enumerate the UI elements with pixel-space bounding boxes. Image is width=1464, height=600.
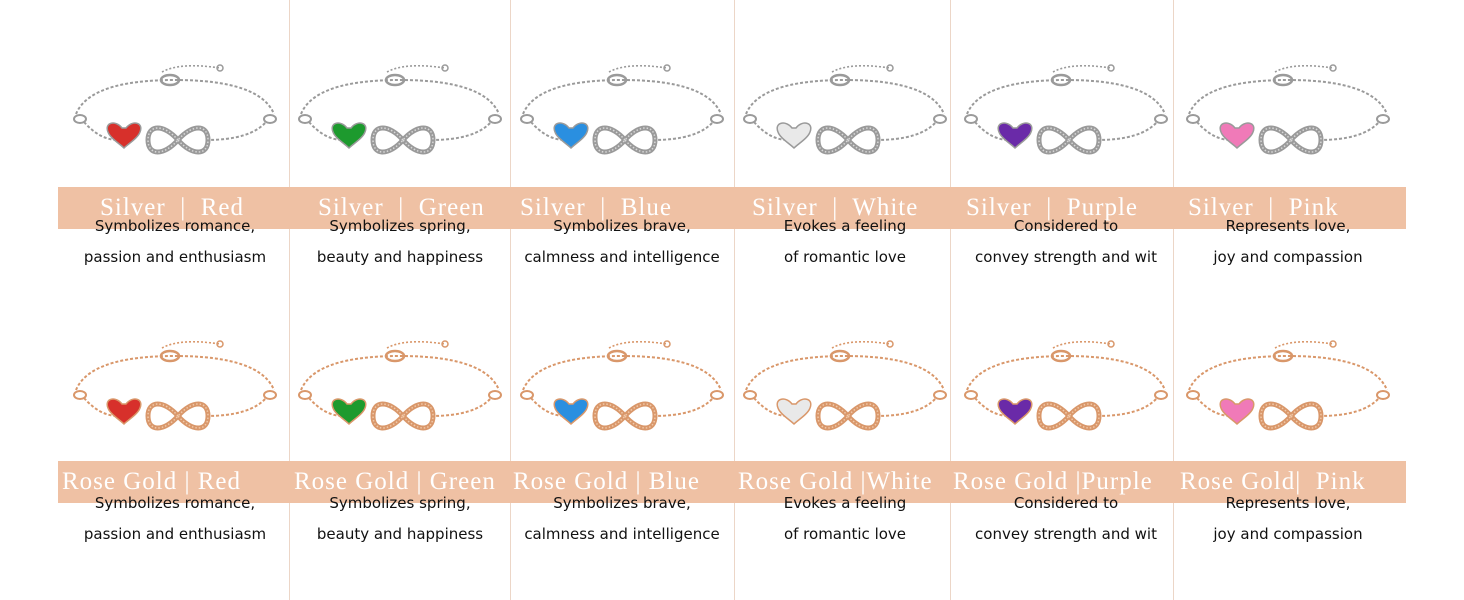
- description-line-1: Evokes a feeling: [783, 494, 907, 512]
- description-line-1: Symbolizes brave,: [553, 217, 691, 235]
- description-line-2: convey strength and wit: [975, 248, 1157, 266]
- bracelet-image: [1183, 62, 1393, 172]
- bracelet-image: [740, 62, 950, 172]
- description-line-2: of romantic love: [783, 525, 907, 543]
- description-line-2: beauty and happiness: [316, 248, 484, 266]
- bracelet-icon: [298, 340, 502, 431]
- label-band: [58, 461, 1406, 503]
- description-line-2: joy and compassion: [1213, 525, 1363, 543]
- bracelet-image: [517, 338, 727, 448]
- color-label: Rose Gold | Green: [294, 468, 496, 495]
- description-line-1: Represents love,: [1225, 494, 1351, 512]
- description-line-2: calmness and intelligence: [524, 525, 720, 543]
- description-line-1: Symbolizes romance,: [94, 494, 256, 512]
- bracelet-icon: [73, 340, 277, 431]
- bracelet-icon: [520, 340, 724, 431]
- bracelet-image: [1183, 338, 1393, 448]
- color-label: Silver | Purple: [966, 194, 1138, 221]
- column-divider: [1173, 0, 1174, 600]
- color-label: Rose Gold |White: [738, 468, 933, 495]
- column-divider: [734, 0, 735, 600]
- bracelet-image: [70, 62, 280, 172]
- label-band: [58, 187, 1406, 229]
- description-line-1: Symbolizes brave,: [553, 494, 691, 512]
- bracelet-icon: [73, 64, 277, 155]
- color-label: Silver | Blue: [520, 194, 672, 221]
- bracelet-icon: [298, 64, 502, 155]
- description-line-1: Symbolizes spring,: [329, 217, 471, 235]
- description-line-1: Symbolizes romance,: [94, 217, 256, 235]
- color-label: Rose Gold | Blue: [513, 468, 700, 495]
- column-divider: [289, 0, 290, 600]
- color-label: Rose Gold |Purple: [953, 468, 1153, 495]
- description-line-2: of romantic love: [783, 248, 907, 266]
- description-line-1: Represents love,: [1225, 217, 1351, 235]
- description-line-1: Symbolizes spring,: [329, 494, 471, 512]
- bracelet-image: [517, 62, 727, 172]
- color-label: Rose Gold | Red: [62, 468, 242, 495]
- description-line-1: Considered to: [1013, 494, 1119, 512]
- description-line-1: Evokes a feeling: [783, 217, 907, 235]
- description-line-2: passion and enthusiasm: [83, 525, 267, 543]
- bracelet-icon: [1186, 340, 1390, 431]
- description-line-2: calmness and intelligence: [524, 248, 720, 266]
- bracelet-icon: [743, 340, 947, 431]
- description-line-1: Considered to: [1013, 217, 1119, 235]
- bracelet-image: [295, 338, 505, 448]
- color-label: Silver | Green: [318, 194, 485, 221]
- color-label: Silver | Red: [100, 194, 244, 221]
- description-line-2: joy and compassion: [1213, 248, 1363, 266]
- bracelet-image: [961, 338, 1171, 448]
- bracelet-icon: [743, 64, 947, 155]
- description-line-2: beauty and happiness: [316, 525, 484, 543]
- color-label: Silver | White: [752, 194, 919, 221]
- bracelet-icon: [1186, 64, 1390, 155]
- bracelet-image: [70, 338, 280, 448]
- bracelet-image: [295, 62, 505, 172]
- description-line-2: convey strength and wit: [975, 525, 1157, 543]
- column-divider: [950, 0, 951, 600]
- bracelet-image: [961, 62, 1171, 172]
- column-divider: [510, 0, 511, 600]
- bracelet-image: [740, 338, 950, 448]
- color-label: Silver | Pink: [1188, 194, 1339, 221]
- bracelet-icon: [964, 340, 1168, 431]
- bracelet-icon: [520, 64, 724, 155]
- color-label: Rose Gold| Pink: [1180, 468, 1366, 495]
- bracelet-icon: [964, 64, 1168, 155]
- description-line-2: passion and enthusiasm: [83, 248, 267, 266]
